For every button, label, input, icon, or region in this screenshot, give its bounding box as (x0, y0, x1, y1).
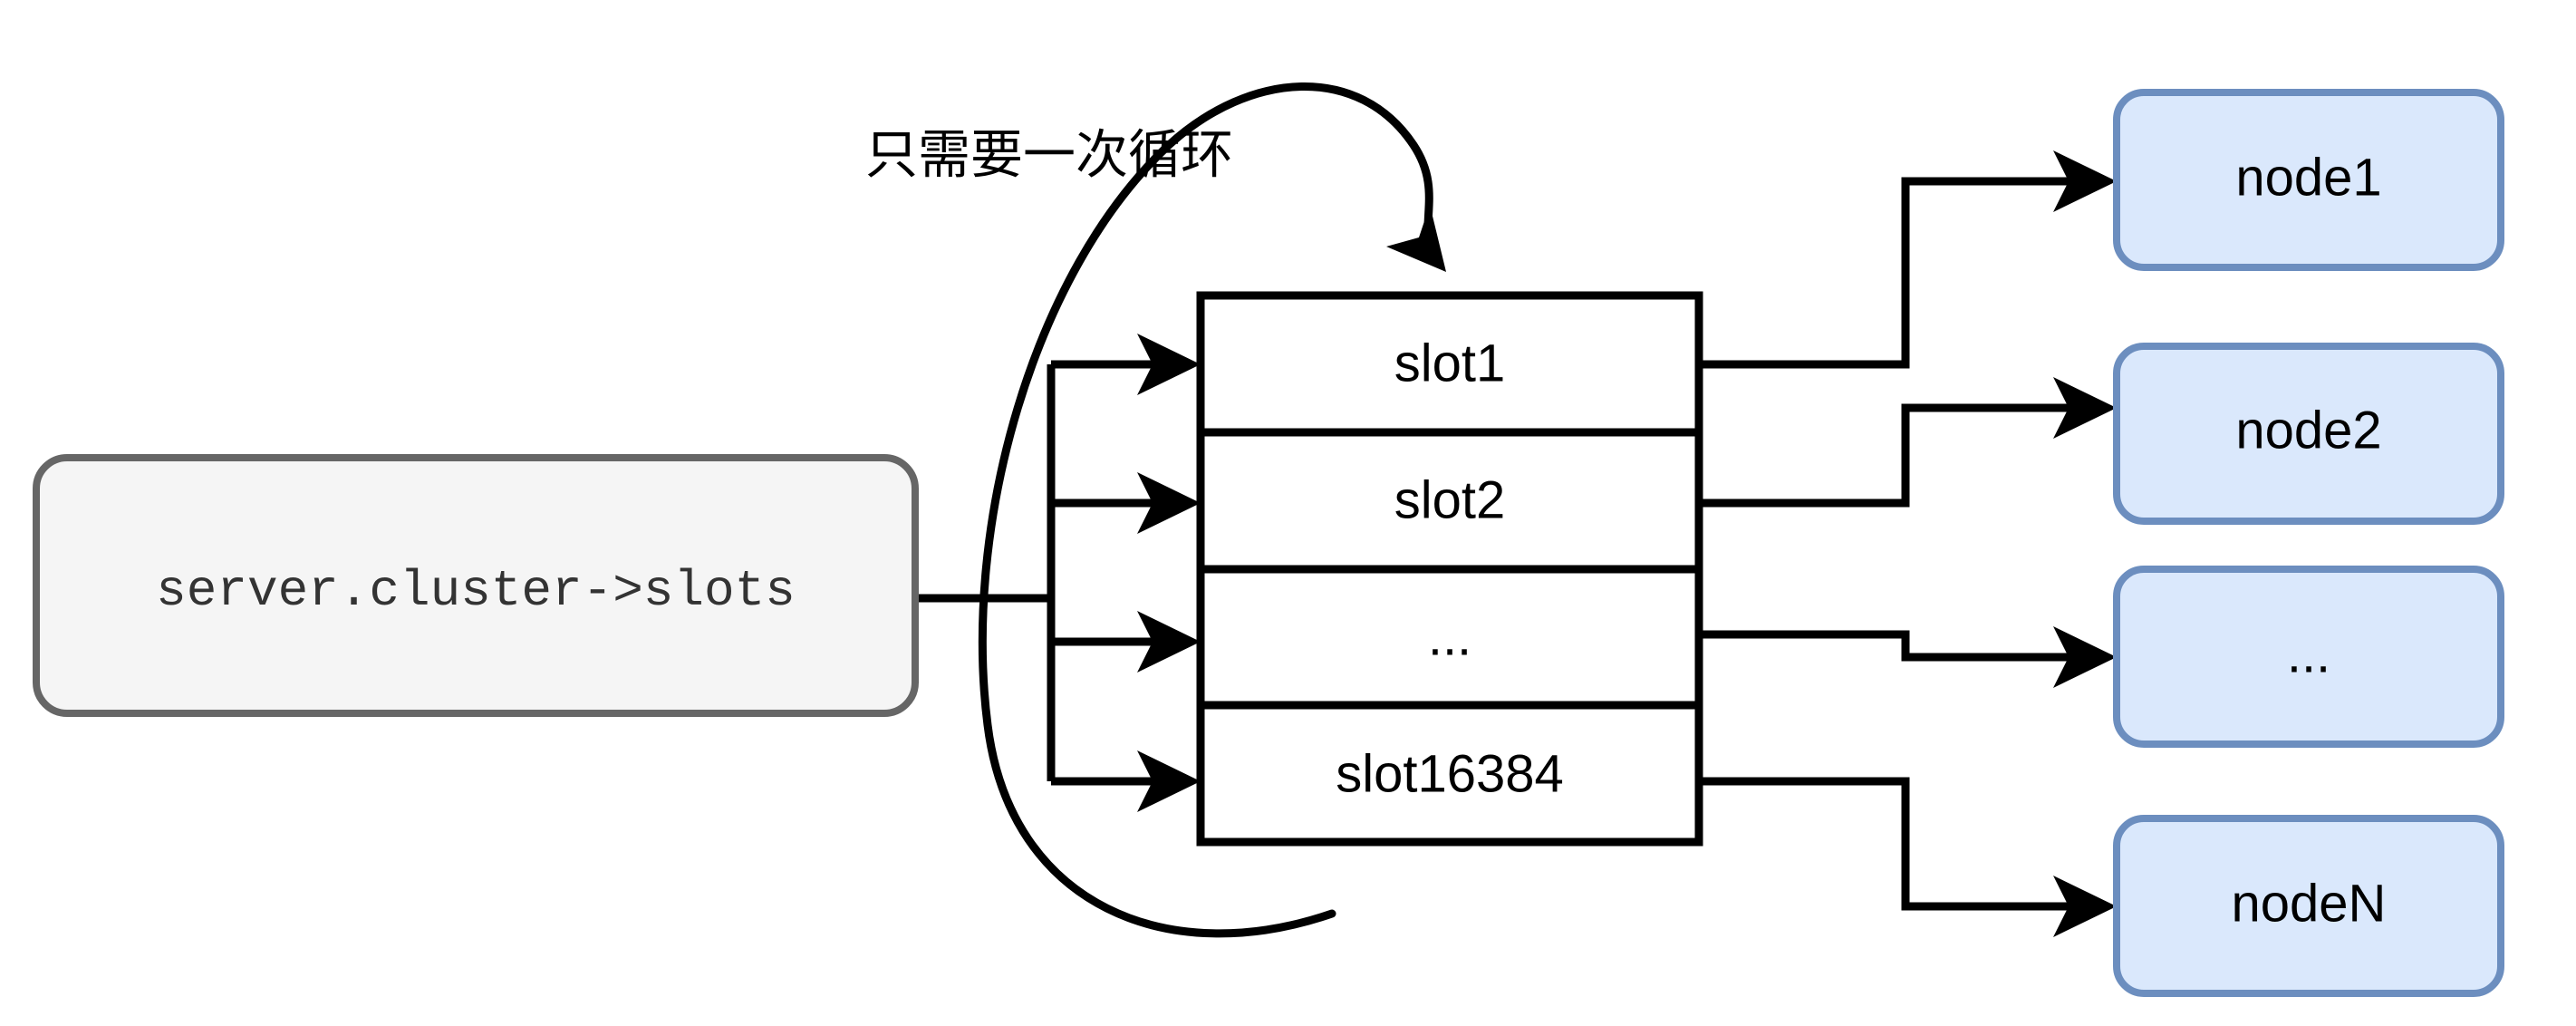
arrow-head-into-slot1 (1137, 334, 1201, 395)
arrow-head-into-node1 (2053, 150, 2117, 212)
arrow-head-into-node2 (2053, 377, 2117, 439)
arrow-head-into-slot16384 (1137, 750, 1201, 812)
arrow-head-into-slot2 (1137, 472, 1201, 534)
arrow-head-into-slot3 (1137, 611, 1201, 673)
slot-row-label-2: slot2 (1394, 470, 1506, 529)
loop-annotation-label: 只需要一次循环 (865, 125, 1233, 184)
slot-row-label-1: slot1 (1394, 334, 1506, 392)
node-box-2[interactable] (2113, 343, 2504, 525)
edge-slot1-to-node1 (1699, 177, 2084, 369)
arrow-head-into-nodeN (2053, 876, 2117, 937)
edge-slot3-to-node3 (1699, 630, 2084, 662)
node-box-label-3: ... (2287, 624, 2330, 683)
node-box-label-4: nodeN (2232, 874, 2387, 933)
slot-row-label-3: ... (1428, 607, 1471, 666)
node-box-3[interactable] (2113, 566, 2504, 748)
arrow-head-loop-curve (1386, 205, 1446, 272)
node-box-1[interactable] (2113, 89, 2504, 271)
node-box-4[interactable] (2113, 815, 2504, 997)
loop-curve-arrow (978, 82, 1434, 938)
source-box[interactable] (33, 454, 919, 717)
slot-row-label-4: slot16384 (1336, 744, 1564, 803)
node-box-label-2: node2 (2235, 401, 2381, 460)
edge-slot2-to-node2 (1699, 403, 2084, 508)
node-box-label-1: node1 (2235, 148, 2381, 207)
arrow-head-into-node3 (2053, 626, 2117, 688)
edge-slot16384-to-nodeN (1699, 777, 2084, 911)
source-box-label: server.cluster->slots (156, 562, 796, 620)
